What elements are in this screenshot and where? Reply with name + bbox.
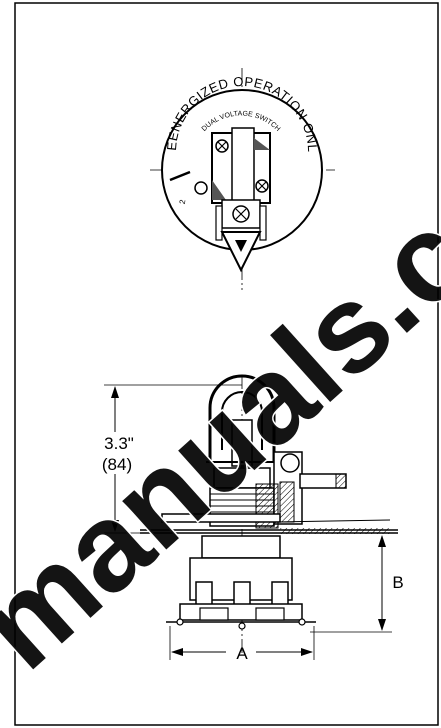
dimension-width <box>169 626 315 660</box>
position-two-label: 2 <box>178 198 188 204</box>
screw-icon <box>215 139 229 153</box>
width-label: A <box>236 644 248 663</box>
position-circle <box>194 181 208 195</box>
position-one-mark <box>169 170 191 182</box>
dimension-depth <box>300 532 392 633</box>
dimension-height <box>96 384 242 534</box>
height-mm-label: (84) <box>102 455 132 474</box>
screw-icon <box>255 179 269 193</box>
depth-label: B <box>392 573 403 592</box>
switch-top-view: DEENERGIZED OPERATION ONLY DUAL VOLTAGE … <box>0 0 335 290</box>
page-border <box>14 2 439 726</box>
height-inches-label: 3.3" <box>104 434 134 453</box>
